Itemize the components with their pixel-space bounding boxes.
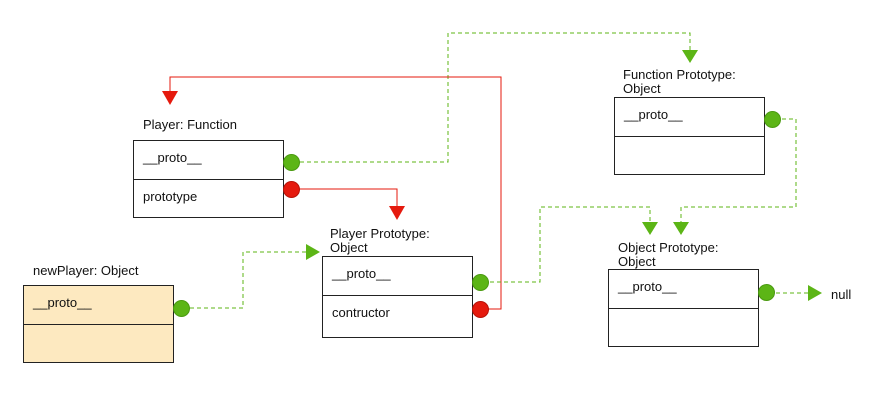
connector-function-prototype-proto-to-object-prototype: [680, 118, 797, 222]
player-prototype-proto-connector-dot: [472, 274, 489, 291]
arrowhead-function-prototype: [682, 50, 698, 63]
arrowhead-null: [808, 285, 822, 301]
connector-constructor-to-player-function: [169, 76, 502, 310]
connector-player-proto-to-function-prototype: [300, 32, 691, 163]
new-player-box: __proto__: [23, 285, 174, 363]
object-prototype-proto-row: __proto__: [618, 279, 677, 294]
connector-player-prototype-proto-to-object-prototype: [490, 206, 651, 283]
new-player-title: newPlayer: Object: [33, 263, 139, 278]
object-prototype-box: __proto__: [608, 269, 759, 347]
player-function-prototype-connector-dot: [283, 181, 300, 198]
player-prototype-box: __proto__ contructor: [322, 256, 473, 338]
arrowhead-player-prototype-side: [306, 244, 320, 260]
connector-player-prototype-to-player-prototype: [300, 188, 398, 206]
player-function-prototype-row: prototype: [134, 179, 283, 217]
arrowhead-player-function: [162, 91, 178, 105]
player-function-proto-row: __proto__: [143, 150, 202, 165]
arrowhead-player-prototype: [389, 206, 405, 220]
player-prototype-proto-row: __proto__: [332, 266, 391, 281]
function-prototype-box: __proto__: [614, 97, 765, 175]
new-player-proto-connector-dot: [173, 300, 190, 317]
function-prototype-empty-row: [615, 136, 764, 174]
player-prototype-title: Player Prototype: Object: [330, 226, 430, 255]
player-function-box: __proto__ prototype: [133, 140, 284, 218]
null-label: null: [831, 287, 852, 302]
function-prototype-title: Function Prototype: Object: [623, 67, 736, 96]
player-function-title: Player: Function: [143, 117, 237, 132]
function-prototype-proto-connector-dot: [764, 111, 781, 128]
object-prototype-empty-row: [609, 308, 758, 346]
player-function-proto-connector-dot: [283, 154, 300, 171]
function-prototype-proto-row: __proto__: [624, 107, 683, 122]
object-prototype-proto-connector-dot: [758, 284, 775, 301]
arrowhead-object-prototype-left: [642, 222, 658, 235]
player-prototype-constructor-row: contructor: [323, 295, 472, 333]
object-prototype-title: Object Prototype: Object: [618, 240, 719, 269]
arrowhead-object-prototype-right: [673, 222, 689, 235]
connector-newplayer-proto-to-player-prototype: [190, 251, 306, 309]
new-player-empty-row: [24, 324, 173, 362]
new-player-proto-row: __proto__: [33, 295, 92, 310]
player-prototype-constructor-connector-dot: [472, 301, 489, 318]
